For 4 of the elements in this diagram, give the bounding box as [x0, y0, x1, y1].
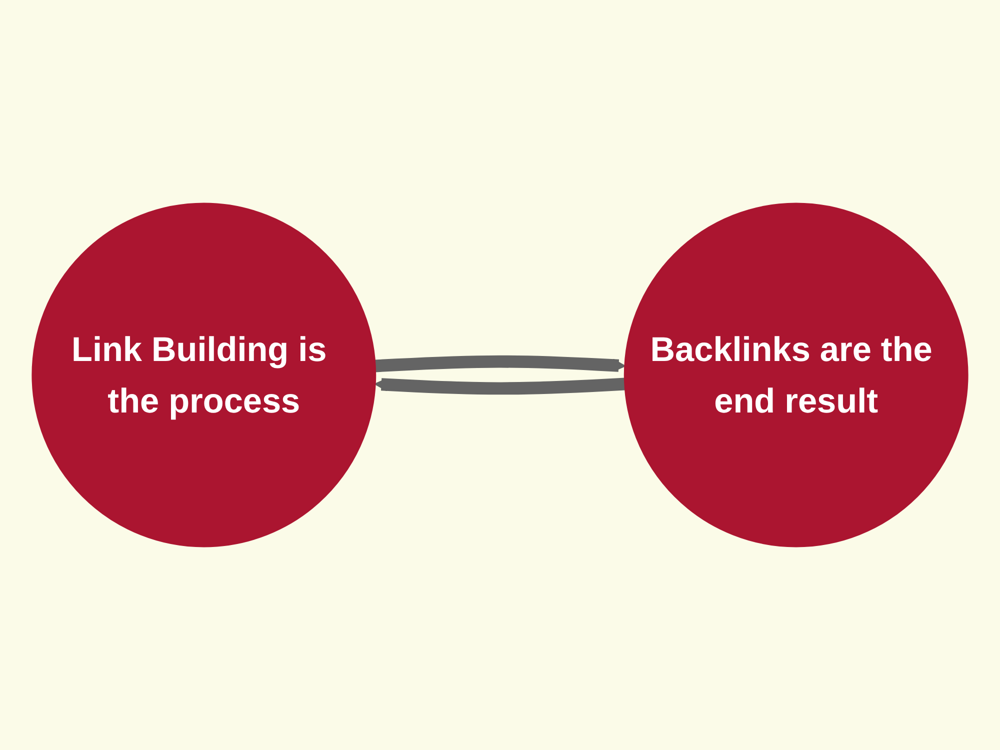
arrow	[374, 355, 626, 372]
node-circle: Backlinks are the end result	[624, 202, 968, 548]
node-circle: Link Building is the process	[32, 202, 376, 548]
arrow	[374, 378, 626, 395]
